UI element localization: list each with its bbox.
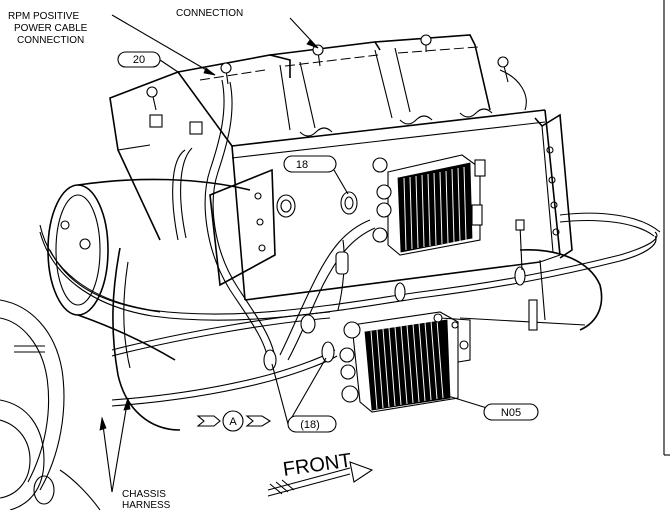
note-rpm-positive-cable: RPM POSITIVE POWER CABLE CONNECTION [8,11,88,46]
callout-18-upper: 18 [283,155,337,173]
note-rpm-line1: RPM POSITIVE [8,11,79,22]
callout-n05: N05 [483,403,539,421]
note-chassis-line1: CHASSIS [122,489,166,500]
cable-clamps [263,191,526,371]
callout-view-a-label: A [229,416,237,428]
callout-n05-label: N05 [501,407,521,419]
callout-18-lower-label: (18) [300,419,320,431]
cables [39,79,661,407]
note-chassis-line2: HARNESS [122,500,171,510]
callout-20: 20 [117,51,161,68]
view-a-indicator [196,415,272,427]
callout-20-label: 20 [133,54,145,66]
callout-18-lower: (18) [287,415,337,433]
right-cylinder [459,249,603,331]
note-rpm-line3: CONNECTION [17,35,84,46]
front-direction-arrow [267,461,374,497]
top-terminals [146,34,527,135]
upper-controller [372,154,486,256]
callout-18-upper-label: 18 [296,159,308,171]
callout-view-a: A [222,410,244,432]
note-top-connection: CONNECTION [176,8,243,19]
leader-lines [99,14,501,493]
note-rpm-line2: POWER CABLE [14,23,88,34]
note-chassis-harness: CHASSIS HARNESS [122,489,171,510]
cylindrical-tank [47,178,251,431]
controller-tray [109,34,573,301]
lower-controller [339,311,471,413]
chassis-frame-left [0,299,101,510]
